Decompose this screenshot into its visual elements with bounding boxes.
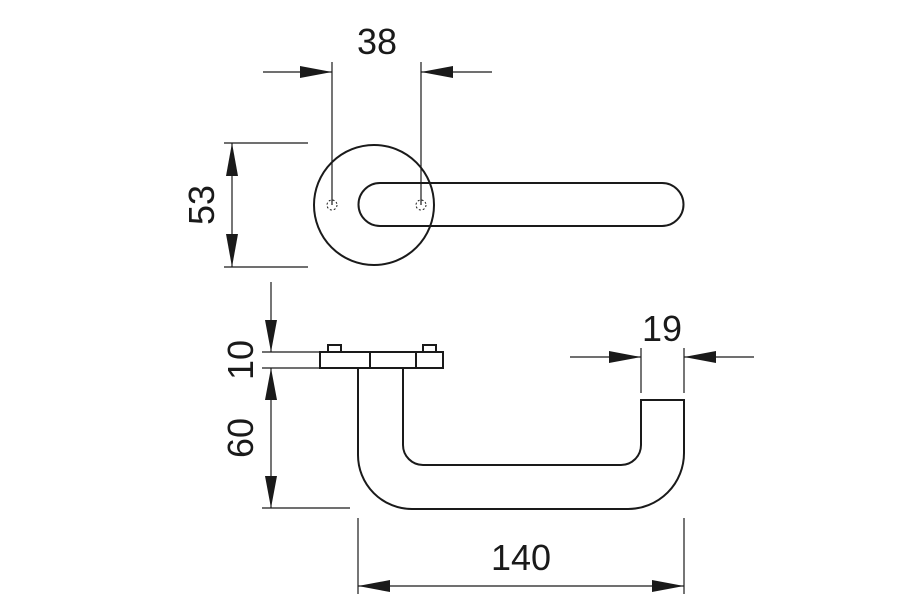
- dimension-19-label: 19: [642, 308, 682, 349]
- dimension-38-label: 38: [357, 21, 397, 62]
- dimension-10-label: 10: [220, 340, 261, 380]
- top-view: 38 53: [181, 21, 685, 268]
- screw-hole-left: [326, 199, 338, 211]
- rose-circle: [313, 144, 435, 266]
- dimension-140: 140: [357, 518, 685, 594]
- dimension-38: 38: [263, 21, 492, 205]
- side-view: 10 60 19 140: [220, 282, 754, 594]
- lever-arm-side: [357, 368, 685, 510]
- dimension-53-label: 53: [181, 185, 222, 225]
- screw-head-right: [422, 344, 437, 353]
- screw-head-left: [327, 344, 342, 353]
- dimension-10-60: 10 60: [220, 282, 358, 509]
- dimension-53: 53: [181, 142, 308, 268]
- lever-arm-top: [357, 182, 685, 227]
- dimension-140-label: 140: [491, 537, 551, 578]
- dimension-60-label: 60: [220, 418, 261, 458]
- screw-hole-right: [415, 199, 427, 211]
- rose-base-plate: [319, 351, 444, 369]
- dimension-19: 19: [570, 308, 754, 393]
